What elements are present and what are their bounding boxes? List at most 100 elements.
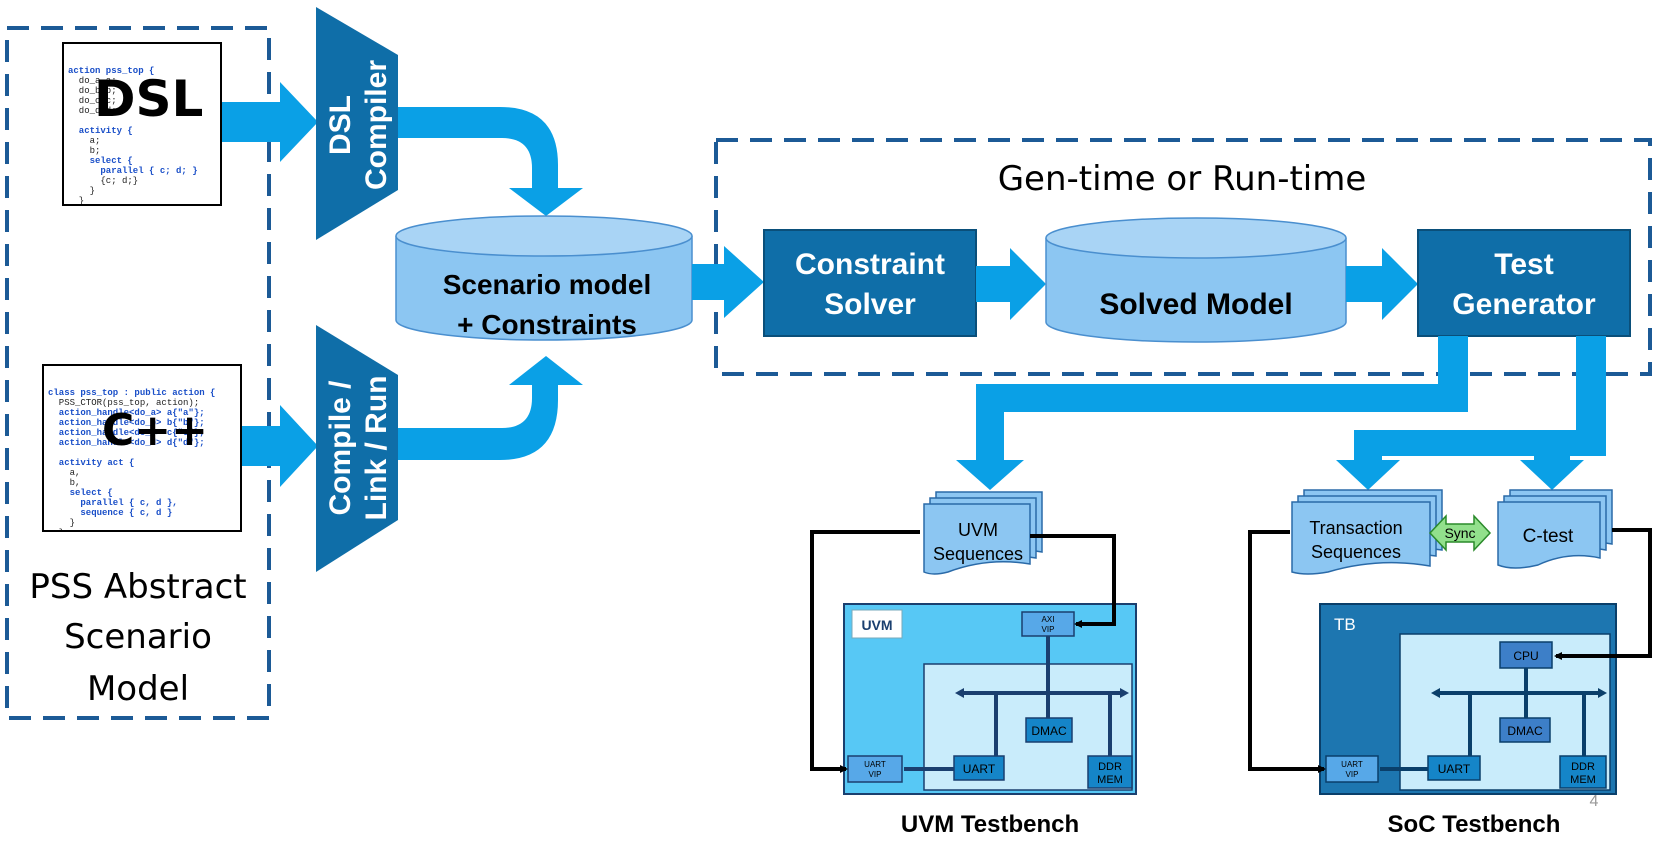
gen-time-label: Gen-time or Run-time	[998, 159, 1367, 199]
soc-testbench-title: SoC Testbench	[1388, 811, 1561, 838]
code-line: do_a a;	[68, 76, 117, 86]
gen-time-region	[714, 138, 1652, 376]
dsl-big-label: DSL	[94, 70, 204, 128]
axi-vip-label-1: AXI	[1042, 615, 1055, 624]
code-line: b,	[48, 478, 81, 488]
transaction-sequences-label-1: Transaction	[1309, 518, 1402, 538]
uvm-logo-text: UVM	[861, 617, 892, 633]
uvm-logo	[851, 609, 903, 639]
uvm-uart-label: UART	[963, 762, 996, 776]
code-line: }	[68, 186, 96, 196]
code-line: do_d d;	[68, 106, 117, 116]
soc-ddr-box	[1559, 755, 1607, 789]
code-line: sequence { c, d }	[48, 508, 173, 518]
soc-uart-vip-box	[1325, 755, 1379, 783]
code-line: }	[68, 196, 85, 206]
code-line: class pss_top : public action {	[48, 388, 216, 398]
compile-link-label-2: Link / Run	[360, 376, 393, 521]
generator-to-uvm-arrow	[956, 336, 1468, 490]
soc-uart-vip-label-1: UART	[1341, 760, 1363, 769]
code-line: action_handle<do_c> c{"c"};	[48, 428, 205, 438]
scenario-model-cylinder	[395, 236, 693, 341]
compile-link-box	[316, 325, 398, 572]
generator-to-ctest-arrow	[1520, 456, 1584, 490]
compile-link-label-1: Compile /	[324, 380, 357, 516]
tb-label: TB	[1334, 615, 1356, 634]
soc-ddr-label-2: MEM	[1570, 774, 1596, 786]
code-line: }	[48, 528, 236, 530]
cpp-code: class pss_top : public action { PSS_CTOR…	[48, 388, 236, 530]
code-line: a,	[48, 468, 81, 478]
uvm-dmac-box	[1025, 717, 1073, 743]
test-generator-label-1: Test	[1494, 248, 1553, 281]
scenario-model-label-1: Scenario model	[443, 269, 652, 300]
code-line: activity act {	[48, 458, 135, 468]
test-generator-box	[1417, 229, 1631, 337]
uvm-uart-vip-label-2: VIP	[869, 770, 882, 779]
page-number: 4	[1590, 793, 1599, 810]
scenario-model-label-2: + Constraints	[457, 309, 637, 340]
compiler-to-model-arrow	[398, 107, 583, 216]
solved-model-label: Solved Model	[1099, 288, 1292, 321]
code-line: b;	[68, 146, 101, 156]
ctest-label: C-test	[1523, 526, 1574, 547]
uvm-ddr-box	[1087, 755, 1133, 789]
uvm-ddr-label-2: MEM	[1097, 774, 1123, 786]
soc-ddr-label-1: DDR	[1571, 761, 1595, 773]
cpp-code-box: class pss_top : public action { PSS_CTOR…	[42, 364, 242, 532]
uvm-testbench-title: UVM Testbench	[901, 811, 1079, 838]
uvm-sequences-label-2: Sequences	[933, 544, 1023, 564]
soc-uart-label: UART	[1438, 762, 1471, 776]
code-line: select {	[48, 488, 113, 498]
axi-vip-label-2: VIP	[1042, 625, 1055, 634]
dsl-code: action pss_top { do_a a; do_b b; do_c c;…	[68, 66, 216, 206]
pss-caption-3: Model	[87, 669, 189, 709]
code-line: parallel { c, d },	[48, 498, 178, 508]
ctest-doc	[1497, 501, 1601, 569]
code-line: PSS_CTOR(pss_top, action);	[48, 398, 200, 408]
soc-uart-vip-label-2: VIP	[1346, 770, 1359, 779]
code-line: action pss_top {	[68, 66, 155, 76]
link-to-model-arrow	[398, 356, 583, 460]
pss-caption-1: PSS Abstract	[29, 567, 246, 607]
cpu-label: CPU	[1513, 649, 1538, 663]
uvm-ddr-label-1: DDR	[1098, 761, 1122, 773]
test-generator-label-2: Generator	[1452, 288, 1596, 321]
transaction-sequences-doc	[1291, 501, 1431, 575]
generator-to-transaction-arrow	[1336, 336, 1606, 490]
soc-dmac-label: DMAC	[1507, 724, 1543, 738]
code-line: }	[48, 518, 76, 528]
pss-caption-2: Scenario	[64, 617, 212, 657]
constraint-solver-label-2: Solver	[824, 288, 916, 321]
code-line: action_handle<do_a> a{"a"};	[48, 408, 205, 418]
soc-dmac-box	[1499, 717, 1551, 743]
code-line: a;	[68, 136, 101, 146]
code-line: {c; d;}	[68, 176, 139, 186]
code-line: do_b b;	[68, 86, 117, 96]
model-to-solver-arrow	[692, 246, 764, 318]
uvm-dmac-label: DMAC	[1031, 724, 1067, 738]
sync-arrow	[1428, 514, 1492, 552]
code-line: action_handle<do_d> d{"d"};	[48, 438, 205, 448]
uvm-uart-vip-label-1: UART	[864, 760, 886, 769]
cpu-box	[1499, 641, 1553, 669]
code-line: parallel { c; d; }	[68, 166, 198, 176]
constraint-solver-label-1: Constraint	[795, 248, 945, 281]
transaction-sequences-label-2: Sequences	[1311, 542, 1401, 562]
sync-label: Sync	[1444, 525, 1475, 541]
dsl-code-box: action pss_top { do_a a; do_b b; do_c c;…	[62, 42, 222, 206]
uvm-sequences-label-1: UVM	[958, 520, 998, 540]
solved-to-generator-arrow	[1346, 248, 1418, 320]
dsl-arrow	[222, 82, 318, 162]
dsl-compiler-box	[316, 7, 398, 240]
solved-model-cylinder	[1045, 238, 1347, 343]
uvm-uart-vip-box	[847, 755, 903, 783]
dsl-compiler-label-2: Compiler	[360, 60, 393, 190]
code-line: action_handle<do_b> b{"b"};	[48, 418, 205, 428]
code-line: do_c c;	[68, 96, 117, 106]
code-line: select {	[68, 156, 133, 166]
code-line: activity {	[68, 126, 133, 136]
uvm-sequences-doc	[923, 503, 1031, 575]
dsl-compiler-label-1: DSL	[324, 95, 357, 155]
